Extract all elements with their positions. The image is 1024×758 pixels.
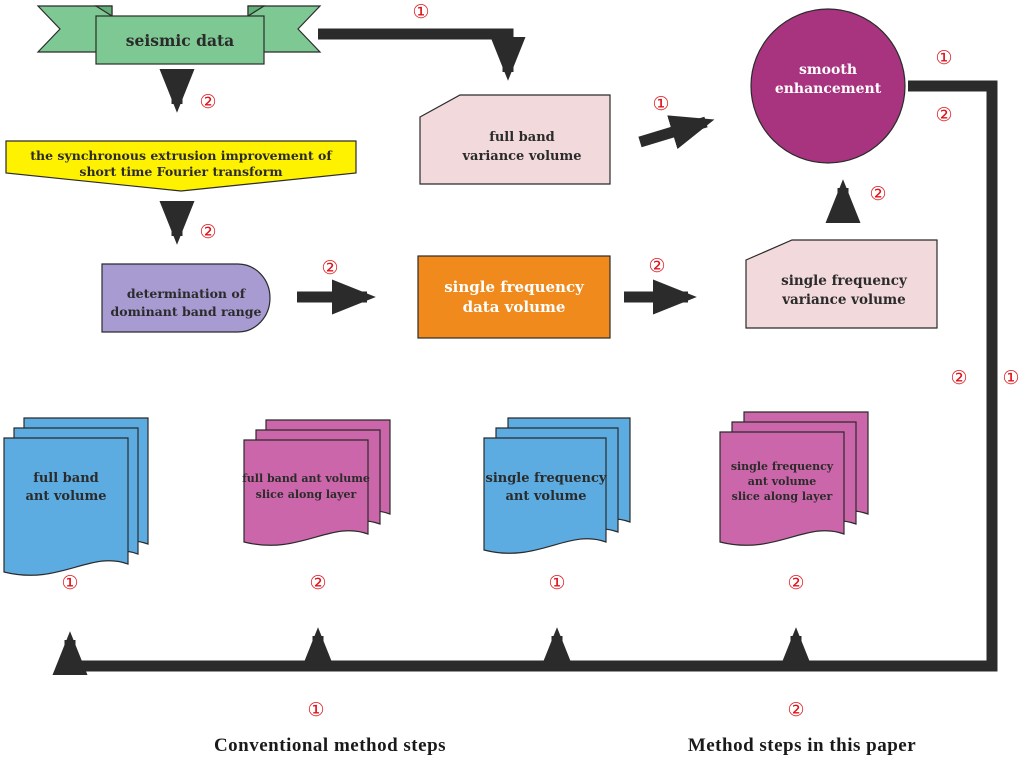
full-band-variance-line2: variance volume [462,149,582,164]
full-band-ant-slice-node: full band ant volume slice along layer [242,419,391,546]
ribbon-right-fold [247,5,267,18]
single-frequency-data-line1: single frequency [444,278,585,296]
single-frequency-variance-line1: single frequency [781,273,908,289]
smooth-enhancement-line1: smooth [799,62,857,78]
full-band-variance-line1: full band [489,130,555,145]
single-frequency-ant-slice-line2: ant volume [748,475,817,488]
full-band-ant-slice-line1: full band ant volume [242,472,370,485]
caption-this-paper: Method steps in this paper [688,735,916,756]
seismic-data-label: seismic data [126,31,234,50]
flow-arrows [52,28,998,676]
step-marker: ① [61,572,78,594]
full-band-variance-node: full band variance volume [419,94,611,185]
step-markers: ① ② ② ① ② ② ② ① ② ② ① ① ② ① ② ① ② [61,1,1019,721]
full-band-ant-line2: ant volume [25,489,106,504]
stft-shape [5,140,357,192]
step-marker: ② [869,183,886,205]
single-frequency-data-line2: data volume [463,298,566,316]
single-frequency-ant-line1: single frequency [486,471,607,486]
step-marker: ② [199,221,216,243]
smooth-enhancement-line2: enhancement [775,81,882,97]
step-marker: ② [787,572,804,594]
single-frequency-variance-shape [745,239,938,329]
single-frequency-data-shape [417,255,611,339]
single-frequency-data-node: single frequency data volume [417,255,611,339]
single-frequency-ant-slice-node: single frequency ant volume slice along … [719,411,869,546]
ribbon-left-fold [93,5,113,18]
dominant-band-shape [101,263,271,333]
step-marker: ① [1002,367,1019,389]
full-band-variance-shape [419,94,611,185]
dominant-band-node: determination of dominant band range [101,263,271,333]
step-marker: ① [412,1,429,23]
doc-front [3,437,129,576]
smooth-enhancement-shape [750,8,906,164]
dominant-band-line1: determination of [127,286,247,301]
ribbon-body [95,15,265,65]
single-frequency-ant-line2: ant volume [505,489,586,504]
smooth-enhancement-node: smooth enhancement [750,8,906,164]
full-band-ant-line1: full band [33,471,99,486]
arrow-seismic-to-full-band-variance [318,28,526,81]
full-band-ant-slice-line2: slice along layer [256,488,357,501]
stft-label-line1: the synchronous extrusion improvement of [30,148,333,163]
single-frequency-ant-slice-line3: slice along layer [732,490,833,503]
step-marker: ① [307,699,324,721]
step-marker: ② [787,699,804,721]
step-marker: ② [648,255,665,277]
step-marker: ② [321,257,338,279]
doc-front [719,431,845,546]
full-band-ant-node: full band ant volume [3,417,149,576]
single-frequency-variance-node: single frequency variance volume [745,239,938,329]
dominant-band-line2: dominant band range [111,304,262,319]
single-frequency-ant-slice-line1: single frequency [731,460,834,473]
arrow-smooth-output-path [70,80,998,672]
step-marker: ① [652,93,669,115]
step-marker: ② [309,572,326,594]
single-frequency-variance-line2: variance volume [781,292,906,308]
doc-front [243,439,369,546]
single-frequency-ant-node: single frequency ant volume [483,417,631,554]
step-marker: ② [199,91,216,113]
caption-conventional: Conventional method steps [214,735,446,756]
step-marker: ② [950,367,967,389]
stft-label-line2: short time Fourier transform [79,164,282,179]
doc-front [483,437,607,554]
step-marker: ① [548,572,565,594]
arrow-full-band-variance-to-smooth [638,115,715,150]
stft-node: the synchronous extrusion improvement of… [5,140,357,192]
seismic-data-node: seismic data [36,5,322,65]
step-marker: ① [935,47,952,69]
step-marker: ② [935,104,952,126]
